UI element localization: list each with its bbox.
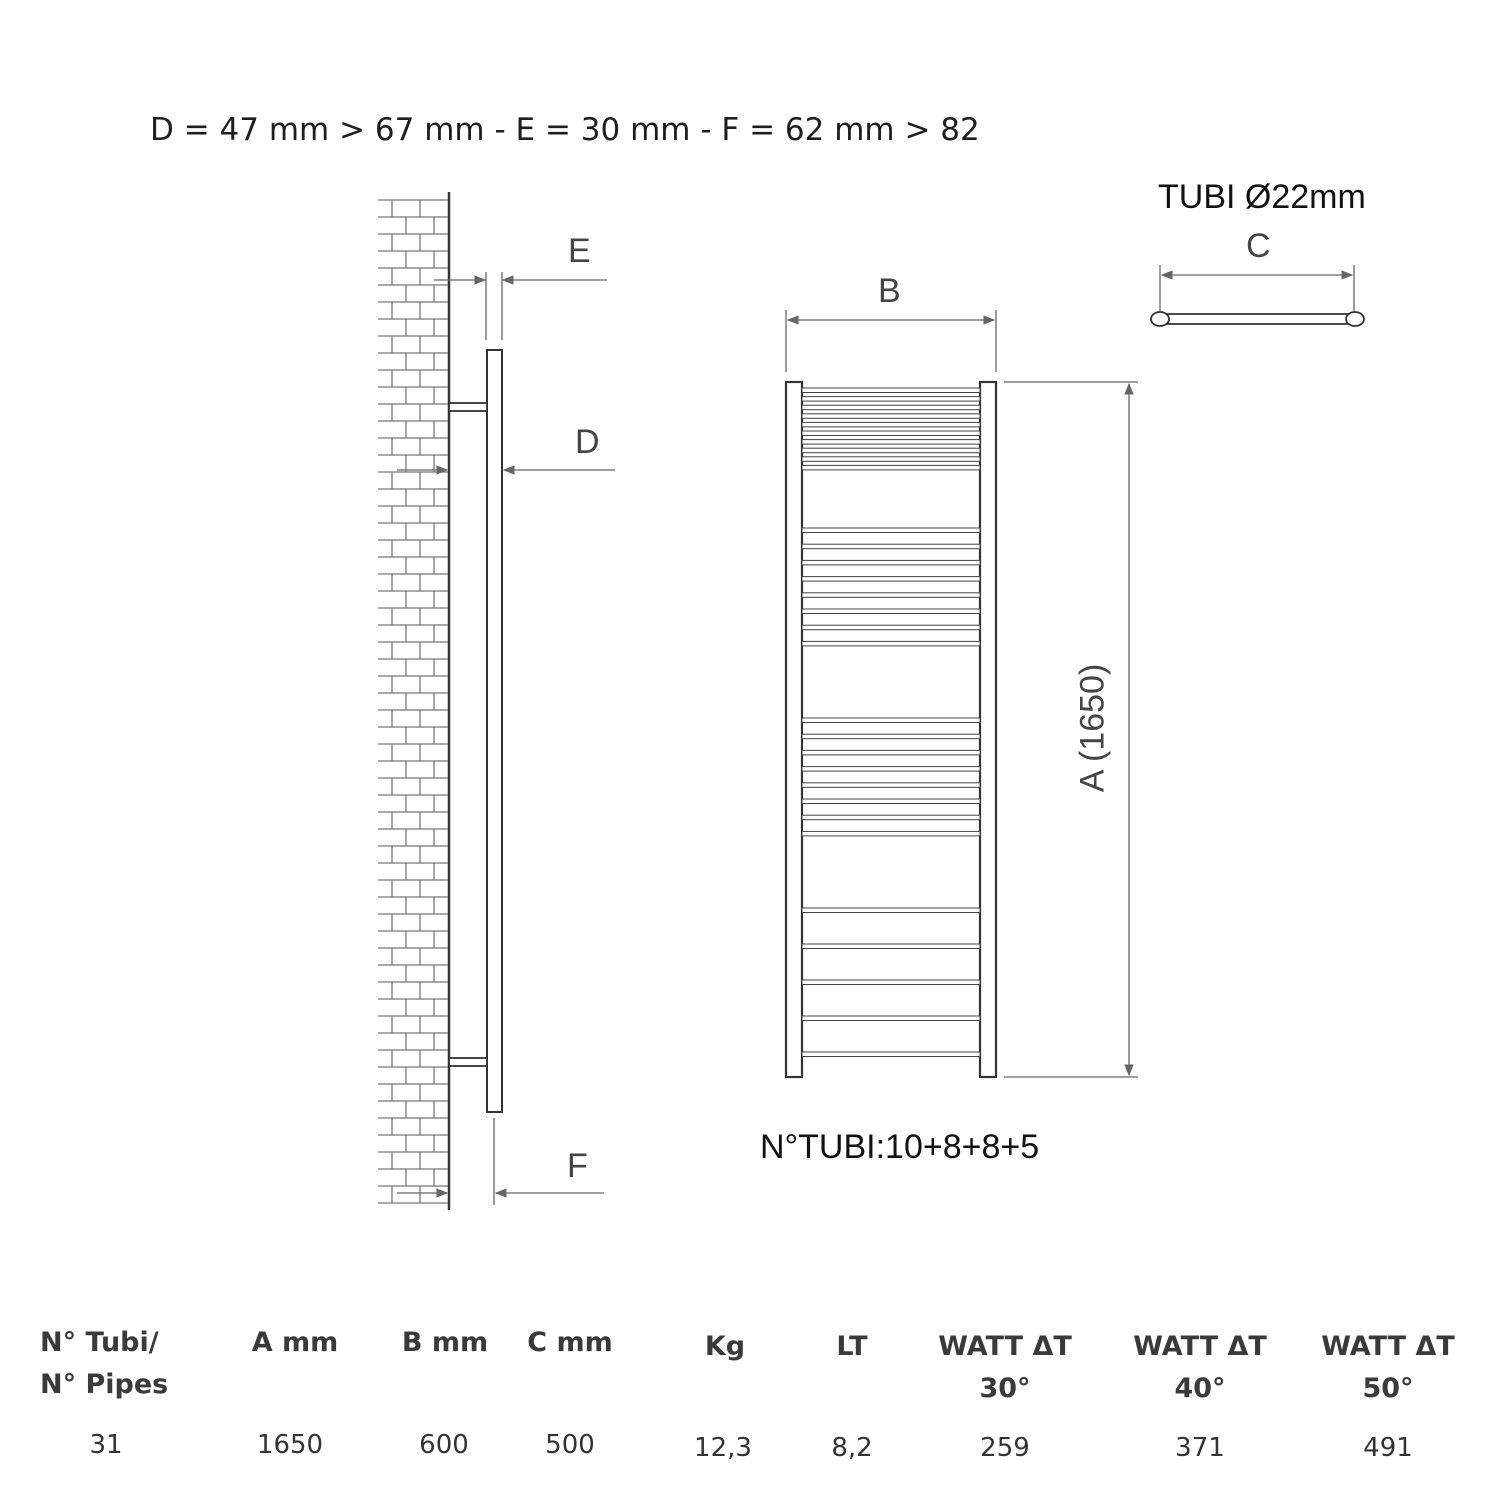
th-watt-40: WATT ΔT 40°	[1133, 1331, 1267, 1404]
front-view-radiator	[784, 380, 998, 1079]
td-lt: 8,2	[831, 1433, 873, 1463]
th-b: B mm	[401, 1327, 489, 1358]
th-tubes: N° Tubi/ N° Pipes	[40, 1327, 169, 1400]
horizontal-tube	[801, 1015, 981, 1021]
horizontal-tube	[801, 640, 981, 647]
tube-count-label: N°TUBI:10+8+8+5	[760, 1128, 1040, 1166]
td-c: 500	[545, 1430, 595, 1460]
horizontal-tube	[801, 576, 981, 582]
dimension-a	[1004, 381, 1138, 1078]
td-a: 1650	[256, 1430, 324, 1460]
dimension-b	[785, 310, 997, 372]
label-e: E	[568, 232, 591, 270]
td-watt-30: 259	[980, 1433, 1030, 1463]
left-pipe-end	[1150, 311, 1170, 327]
horizontal-tube	[801, 456, 981, 462]
horizontal-tube	[801, 782, 981, 788]
horizontal-tube	[801, 733, 981, 740]
pipe-diameter-label: TUBI Ø22mm	[1158, 178, 1366, 216]
label-f: F	[567, 1147, 588, 1185]
td-watt-40: 371	[1175, 1433, 1225, 1463]
td-tubes: 31	[89, 1430, 123, 1460]
dimension-f	[397, 1118, 604, 1205]
label-a: A (1650)	[1073, 663, 1112, 793]
horizontal-tube	[801, 387, 981, 393]
brick-wall	[378, 199, 449, 1204]
horizontal-tube	[801, 439, 981, 445]
horizontal-tube	[801, 717, 981, 723]
horizontal-tube	[801, 447, 981, 454]
horizontal-tube	[801, 907, 981, 913]
horizontal-tube	[801, 979, 981, 985]
td-watt-50: 491	[1363, 1433, 1413, 1463]
lower-wall-bracket	[448, 1057, 488, 1067]
horizontal-tube	[801, 413, 981, 419]
pipe-top-view	[1150, 311, 1365, 327]
th-lt: LT	[836, 1331, 868, 1362]
td-b: 600	[419, 1430, 469, 1460]
horizontal-tube	[801, 543, 981, 550]
dimension-note: D = 47 mm > 67 mm - E = 30 mm - F = 62 m…	[150, 112, 980, 148]
horizontal-tube	[801, 608, 981, 614]
th-watt-50: WATT ΔT 50°	[1321, 1331, 1455, 1404]
side-view-radiator	[448, 349, 503, 1113]
horizontal-tube	[801, 814, 981, 821]
th-c: C mm	[527, 1327, 613, 1358]
horizontal-tube	[801, 421, 981, 428]
label-c: C	[1246, 227, 1271, 265]
dimension-e	[434, 272, 607, 340]
horizontal-tube	[801, 624, 981, 631]
horizontal-tubes	[801, 387, 981, 1057]
horizontal-tube	[801, 559, 981, 566]
th-kg: Kg	[704, 1331, 746, 1362]
right-pipe-end	[1345, 311, 1365, 327]
horizontal-tube	[801, 749, 981, 756]
right-collector	[978, 380, 998, 1079]
label-b: B	[878, 272, 901, 310]
horizontal-tube	[801, 1051, 981, 1057]
horizontal-tube	[801, 404, 981, 411]
label-d: D	[575, 423, 600, 461]
td-kg: 12,3	[694, 1433, 752, 1463]
horizontal-tube	[801, 592, 981, 598]
left-collector	[784, 380, 804, 1079]
horizontal-tube	[801, 798, 981, 804]
side-radiator-body	[486, 349, 503, 1113]
horizontal-tube	[801, 396, 981, 402]
th-watt-30: WATT ΔT 30°	[938, 1331, 1072, 1404]
horizontal-tube	[801, 527, 981, 533]
upper-wall-bracket	[448, 402, 488, 412]
horizontal-tube	[801, 766, 981, 772]
horizontal-tube	[801, 943, 981, 949]
horizontal-tube	[801, 430, 981, 436]
dimension-c	[1159, 265, 1355, 312]
horizontal-tube	[801, 464, 981, 471]
horizontal-tube	[801, 830, 981, 837]
th-a: A mm	[251, 1327, 339, 1358]
